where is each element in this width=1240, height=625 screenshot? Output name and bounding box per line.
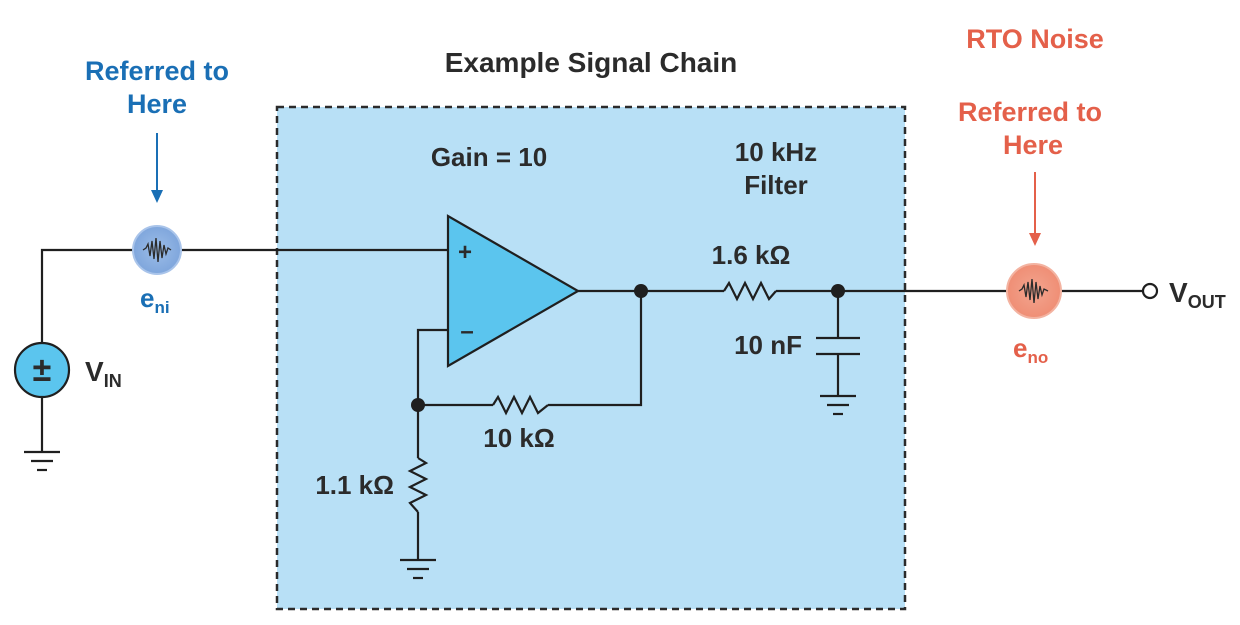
resistor-feedback	[492, 394, 549, 416]
r-series-label: 1.6 kΩ	[712, 240, 791, 270]
ground-symbol-source	[24, 450, 60, 472]
rti-label-line2: Here	[127, 89, 187, 119]
rti-label-line1: Referred to	[85, 56, 229, 86]
output-terminal	[1141, 282, 1159, 300]
opamp-minus: –	[460, 318, 473, 345]
node-output	[634, 284, 648, 298]
filter-label-line1: 10 kHz	[735, 137, 817, 167]
diagram-title: Example Signal Chain	[445, 47, 738, 78]
signal-chain-box	[275, 105, 907, 611]
input-voltage-source: ±	[13, 341, 71, 399]
rto-header: RTO Noise	[966, 24, 1104, 54]
capacitor	[816, 336, 860, 356]
resistor-ground	[407, 457, 429, 513]
node-feedback	[411, 398, 425, 412]
circuit-wires	[40, 248, 1142, 560]
node-filter	[831, 284, 845, 298]
gain-label: Gain = 10	[431, 142, 547, 172]
rto-arrow	[1029, 172, 1041, 246]
input-noise-source	[132, 225, 182, 275]
rto-label-line1: Referred to	[958, 97, 1102, 127]
opamp-plus: +	[458, 239, 472, 266]
r-ground-label: 1.1 kΩ	[315, 470, 394, 500]
ground-symbol-feedback	[400, 558, 436, 580]
output-noise-source	[1006, 263, 1062, 319]
r-feedback-label: 10 kΩ	[483, 423, 554, 453]
source-symbol: ±	[33, 351, 52, 389]
c-filter-label: 10 nF	[734, 330, 802, 360]
noise-waveform-icon	[1018, 278, 1049, 304]
eno-label: eno	[1013, 333, 1048, 367]
rto-label-line2: Here	[1003, 130, 1063, 160]
vout-label: VOUT	[1169, 277, 1226, 312]
resistor-series	[723, 280, 777, 302]
filter-label-line2: Filter	[744, 170, 808, 200]
noise-waveform-icon	[142, 237, 172, 263]
opamp: + –	[446, 214, 581, 368]
ground-symbol-capacitor	[820, 394, 856, 416]
eni-label: eni	[140, 283, 170, 317]
rti-arrow	[151, 133, 163, 203]
vin-label: VIN	[85, 356, 122, 391]
